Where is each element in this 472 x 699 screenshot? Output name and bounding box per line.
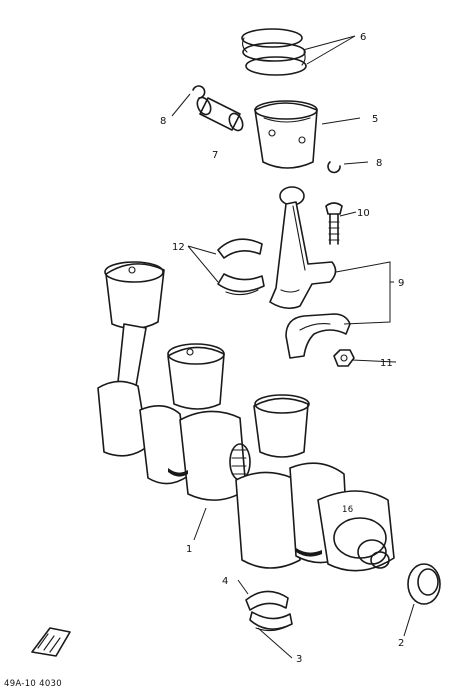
callout-8-right: 8	[376, 158, 382, 169]
main-bearing-upper	[245, 590, 289, 611]
connecting-rod-cap	[285, 313, 351, 359]
rod-bolt	[325, 202, 343, 245]
connecting-rod	[269, 186, 337, 310]
circlip-right	[327, 161, 341, 174]
callout-1: 1	[186, 544, 192, 555]
callout-9: 9	[398, 278, 404, 289]
circlip-left	[192, 85, 206, 99]
crankshaft-assembly: 16	[97, 261, 395, 572]
callout-8-left: 8	[160, 116, 166, 127]
crankshaft-stamp: 16	[342, 505, 353, 515]
callout-3: 3	[296, 654, 302, 665]
diagram-code: 49A-10 4030	[4, 679, 62, 689]
callout-2: 2	[398, 638, 404, 649]
big-end-bearing-upper	[217, 238, 263, 259]
front-direction-arrow-icon	[31, 627, 71, 657]
piston-rings	[241, 28, 307, 76]
big-end-bearing-lower	[217, 273, 265, 296]
callout-6: 6	[360, 32, 366, 43]
callout-7: 7	[212, 150, 218, 161]
oil-seal	[407, 563, 441, 605]
callout-5: 5	[372, 114, 378, 125]
piston	[254, 100, 318, 169]
callout-10: 10	[357, 208, 370, 219]
callout-12: 12	[172, 242, 185, 253]
rod-nut	[333, 349, 355, 367]
piston-pin	[196, 96, 244, 132]
leader-lines	[171, 35, 415, 659]
main-bearing-lower	[249, 611, 293, 632]
callout-11: 11	[380, 358, 393, 369]
callout-4: 4	[222, 576, 228, 587]
